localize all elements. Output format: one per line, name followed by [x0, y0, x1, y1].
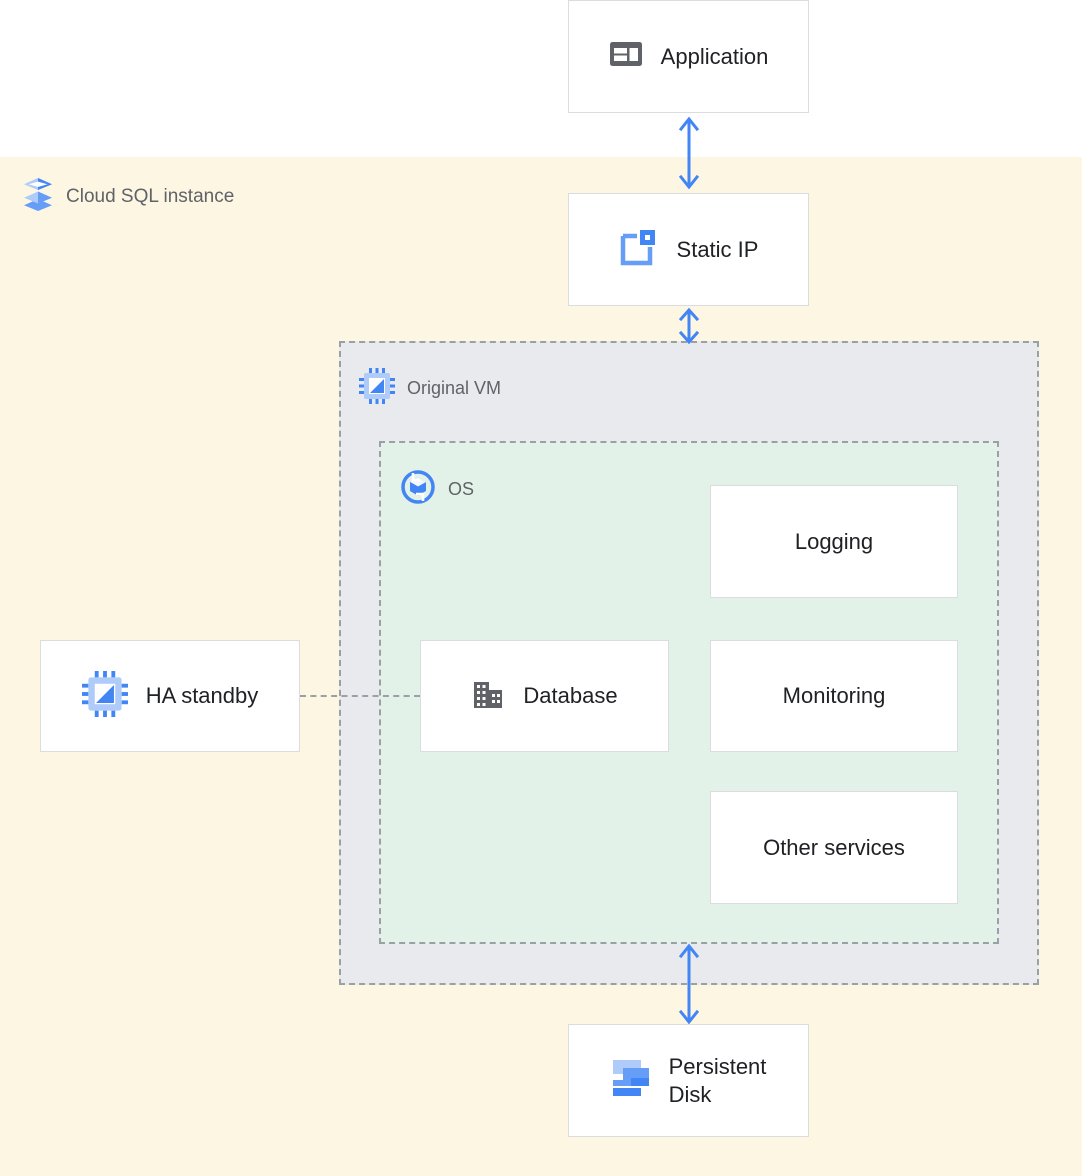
monitoring-label: Monitoring — [782, 683, 886, 709]
original-vm-header: Original VM — [359, 368, 501, 409]
persistent-disk-icon — [611, 1056, 651, 1105]
os-header: OS — [400, 469, 474, 510]
persistent-disk-label: Persistent Disk — [669, 1053, 767, 1108]
connector-vm-to-persistent-disk — [670, 940, 708, 1033]
vm-chip-icon — [81, 670, 128, 722]
cloud-sql-layers-icon — [22, 177, 54, 216]
logging-label: Logging — [794, 528, 874, 554]
ha-standby-label: HA standby — [145, 683, 259, 709]
node-monitoring[interactable]: Monitoring — [710, 640, 958, 752]
original-vm-label: Original VM — [407, 378, 502, 398]
vm-chip-icon — [359, 368, 395, 409]
node-persistent-disk[interactable]: Persistent Disk — [568, 1024, 809, 1137]
os-container-icon — [400, 469, 436, 510]
cloud-sql-instance-label: Cloud SQL instance — [66, 185, 235, 207]
application-label: Application — [660, 43, 769, 69]
application-layout-icon — [609, 37, 643, 76]
node-ha-standby[interactable]: HA standby — [40, 640, 300, 752]
node-other-services[interactable]: Other services — [710, 791, 958, 904]
persistent-disk-label-line2: Disk — [668, 1081, 712, 1107]
os-label: OS — [448, 479, 475, 499]
static-ip-icon — [619, 227, 659, 272]
node-database[interactable]: Database — [420, 640, 669, 752]
connector-application-to-static-ip — [670, 113, 708, 198]
node-logging[interactable]: Logging — [710, 485, 958, 598]
static-ip-label: Static IP — [676, 236, 759, 262]
cloud-sql-instance-header: Cloud SQL instance — [22, 177, 234, 216]
node-application[interactable]: Application — [568, 0, 809, 113]
other-services-label: Other services — [763, 834, 905, 860]
persistent-disk-label-line1: Persistent — [668, 1054, 767, 1079]
connector-ha-standby-to-database — [300, 695, 420, 697]
database-building-icon — [471, 677, 505, 716]
connector-static-ip-to-vm — [670, 306, 708, 351]
node-static-ip[interactable]: Static IP — [568, 193, 809, 306]
database-label: Database — [523, 683, 618, 709]
